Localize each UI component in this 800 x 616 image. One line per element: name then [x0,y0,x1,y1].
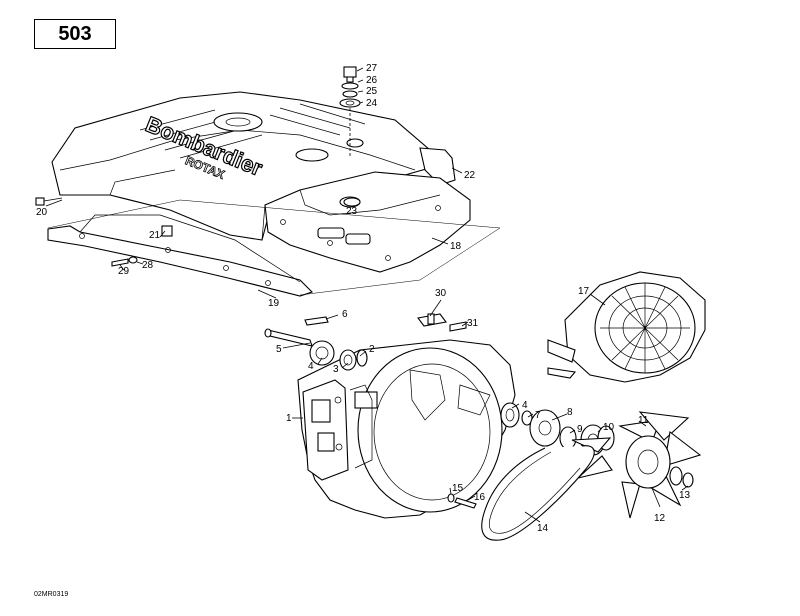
cover-fasteners [339,66,361,158]
callout-11: 11 [638,415,649,426]
callout-31: 31 [467,318,479,329]
callout-16: 16 [474,492,486,503]
inner-shroud [264,171,471,273]
callout-4-shaft: 4 [308,361,314,372]
grommet-23 [343,197,361,207]
callout-5: 5 [276,344,282,355]
callout-26: 26 [366,75,378,86]
callout-30: 30 [435,288,447,299]
callout-15: 15 [452,483,464,494]
fan-nut [682,472,694,488]
callout-20: 20 [36,207,48,218]
cooling-fan [571,411,702,519]
diagram-number-box: 503 [34,19,116,49]
callout-12: 12 [654,513,666,524]
callout-24: 24 [366,98,378,109]
callout-22: 22 [464,170,476,181]
clip-and-screw [417,313,467,332]
shroud-bracket [47,214,314,297]
callout-27: 27 [366,63,378,74]
callout-8: 8 [567,407,573,418]
callout-17: 17 [578,286,590,297]
callout-25: 25 [366,86,378,97]
callout-23: 23 [346,206,358,217]
callout-21: 21 [149,230,161,241]
callout-10: 10 [603,422,615,433]
engine-cover: Bombardier ROTAX [51,91,456,241]
fan-shaft-assembly [264,328,368,371]
screw-16 [454,497,477,509]
fan-washer [669,466,683,486]
callout-28: 28 [142,260,154,271]
callout-7: 7 [535,410,541,421]
fan-guard [547,271,706,383]
screw-29-washer-28 [111,256,138,267]
fan-housing [297,339,516,519]
callout-29: 29 [118,266,130,277]
callout-1: 1 [286,413,292,424]
callout-2: 2 [369,344,375,355]
callout-9: 9 [577,424,583,435]
callout-19: 19 [268,298,280,309]
pin [304,316,329,326]
drive-belt [481,445,595,541]
screw-20 [35,197,63,206]
leader-lines [45,67,689,523]
washer-15 [447,493,455,503]
callout-18: 18 [450,241,462,252]
callout-4-pulley: 4 [522,400,528,411]
callouts: 1 2 3 4 5 6 4 7 8 9 10 11 12 13 14 15 16… [36,63,691,534]
callout-13: 13 [679,490,691,501]
drawing-code: 02MR0319 [34,591,69,598]
callout-3: 3 [333,364,339,375]
callout-6: 6 [342,309,348,320]
diagram-number: 503 [58,22,92,45]
callout-14: 14 [537,523,549,534]
